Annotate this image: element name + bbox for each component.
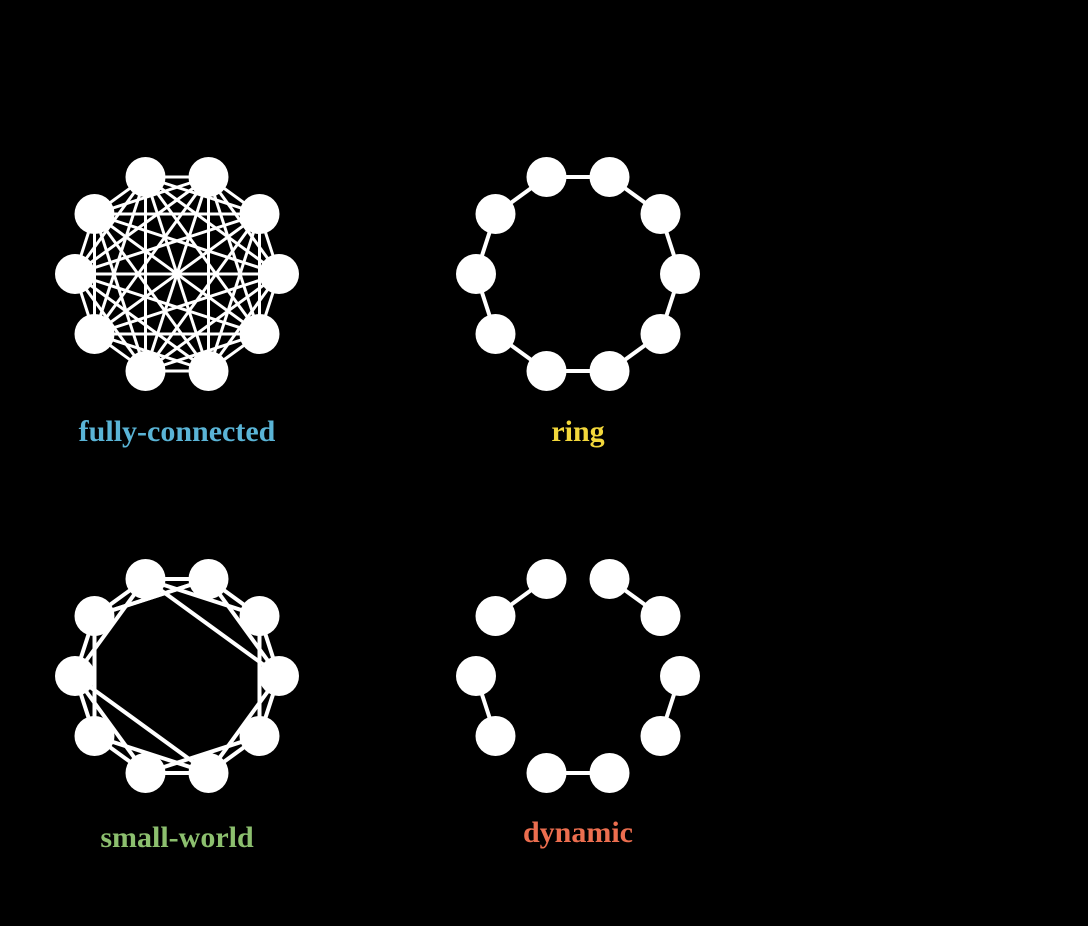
small-world-node-0 [125,559,166,599]
ring-node-3 [660,254,700,294]
graph-ring [456,157,700,391]
fully-connected-edge-1-8 [74,175,210,276]
ring-node-7 [475,314,516,354]
fully-connected-node-5 [188,351,229,391]
fully-connected-edge-0-7 [93,176,147,335]
fully-connected-node-7 [74,314,115,354]
label-dynamic: dynamic [522,816,634,849]
small-world-node-4 [239,716,280,756]
dynamic-node-6 [526,753,567,793]
graph-small-world [55,559,299,793]
ring-node-9 [475,194,516,234]
dynamic-node-7 [475,716,516,756]
fully-connected-edge-2-8 [74,212,260,276]
dynamic-node-0 [526,559,567,599]
graph-dynamic [456,559,700,793]
fully-connected-node-0 [125,157,166,197]
fully-connected-node-4 [239,314,280,354]
fully-connected-edge-4-9 [93,212,261,336]
fully-connected-edge-6-9 [93,213,147,372]
fully-connected-edge-4-8 [74,272,260,336]
fully-connected-edge-5-9 [93,213,210,372]
dynamic-node-3 [660,656,700,696]
small-world-node-6 [125,753,166,793]
label-small-world: small-world [100,821,254,854]
small-world-node-5 [188,753,229,793]
small-world-node-9 [74,596,115,636]
ring-node-4 [640,314,681,354]
fully-connected-edge-0-3 [144,175,280,276]
fully-connected-node-6 [125,351,166,391]
ring-node-6 [526,351,567,391]
fully-connected-edge-1-4 [207,176,261,335]
small-world-edge-0-3 [144,577,281,678]
small-world-node-7 [74,716,115,756]
label-fully-connected: fully-connected [78,415,276,448]
ring-node-2 [640,194,681,234]
small-world-node-2 [239,596,280,636]
fully-connected-node-1 [188,157,229,197]
ring-node-5 [589,351,630,391]
fully-connected-edge-3-9 [94,212,280,276]
fully-connected-edge-5-8 [74,272,210,373]
dynamic-node-4 [640,716,681,756]
dynamic-node-5 [589,753,630,793]
fully-connected-edge-3-6 [144,272,280,373]
fully-connected-node-3 [259,254,299,294]
small-world-node-3 [259,656,299,696]
label-ring: ring [551,415,605,448]
dynamic-node-8 [456,656,496,696]
fully-connected-node-8 [55,254,95,294]
small-world-node-1 [188,559,229,599]
graph-fully-connected [55,157,299,391]
ring-node-1 [589,157,630,197]
dynamic-node-2 [640,596,681,636]
dynamic-node-9 [475,596,516,636]
ring-node-8 [456,254,496,294]
fully-connected-node-2 [239,194,280,234]
fully-connected-edge-2-5 [207,213,261,372]
small-world-node-8 [55,656,95,696]
dynamic-node-1 [589,559,630,599]
small-world-edge-8-5 [73,674,210,775]
fully-connected-edge-3-7 [94,272,280,336]
ring-node-0 [526,157,567,197]
fully-connected-node-9 [74,194,115,234]
